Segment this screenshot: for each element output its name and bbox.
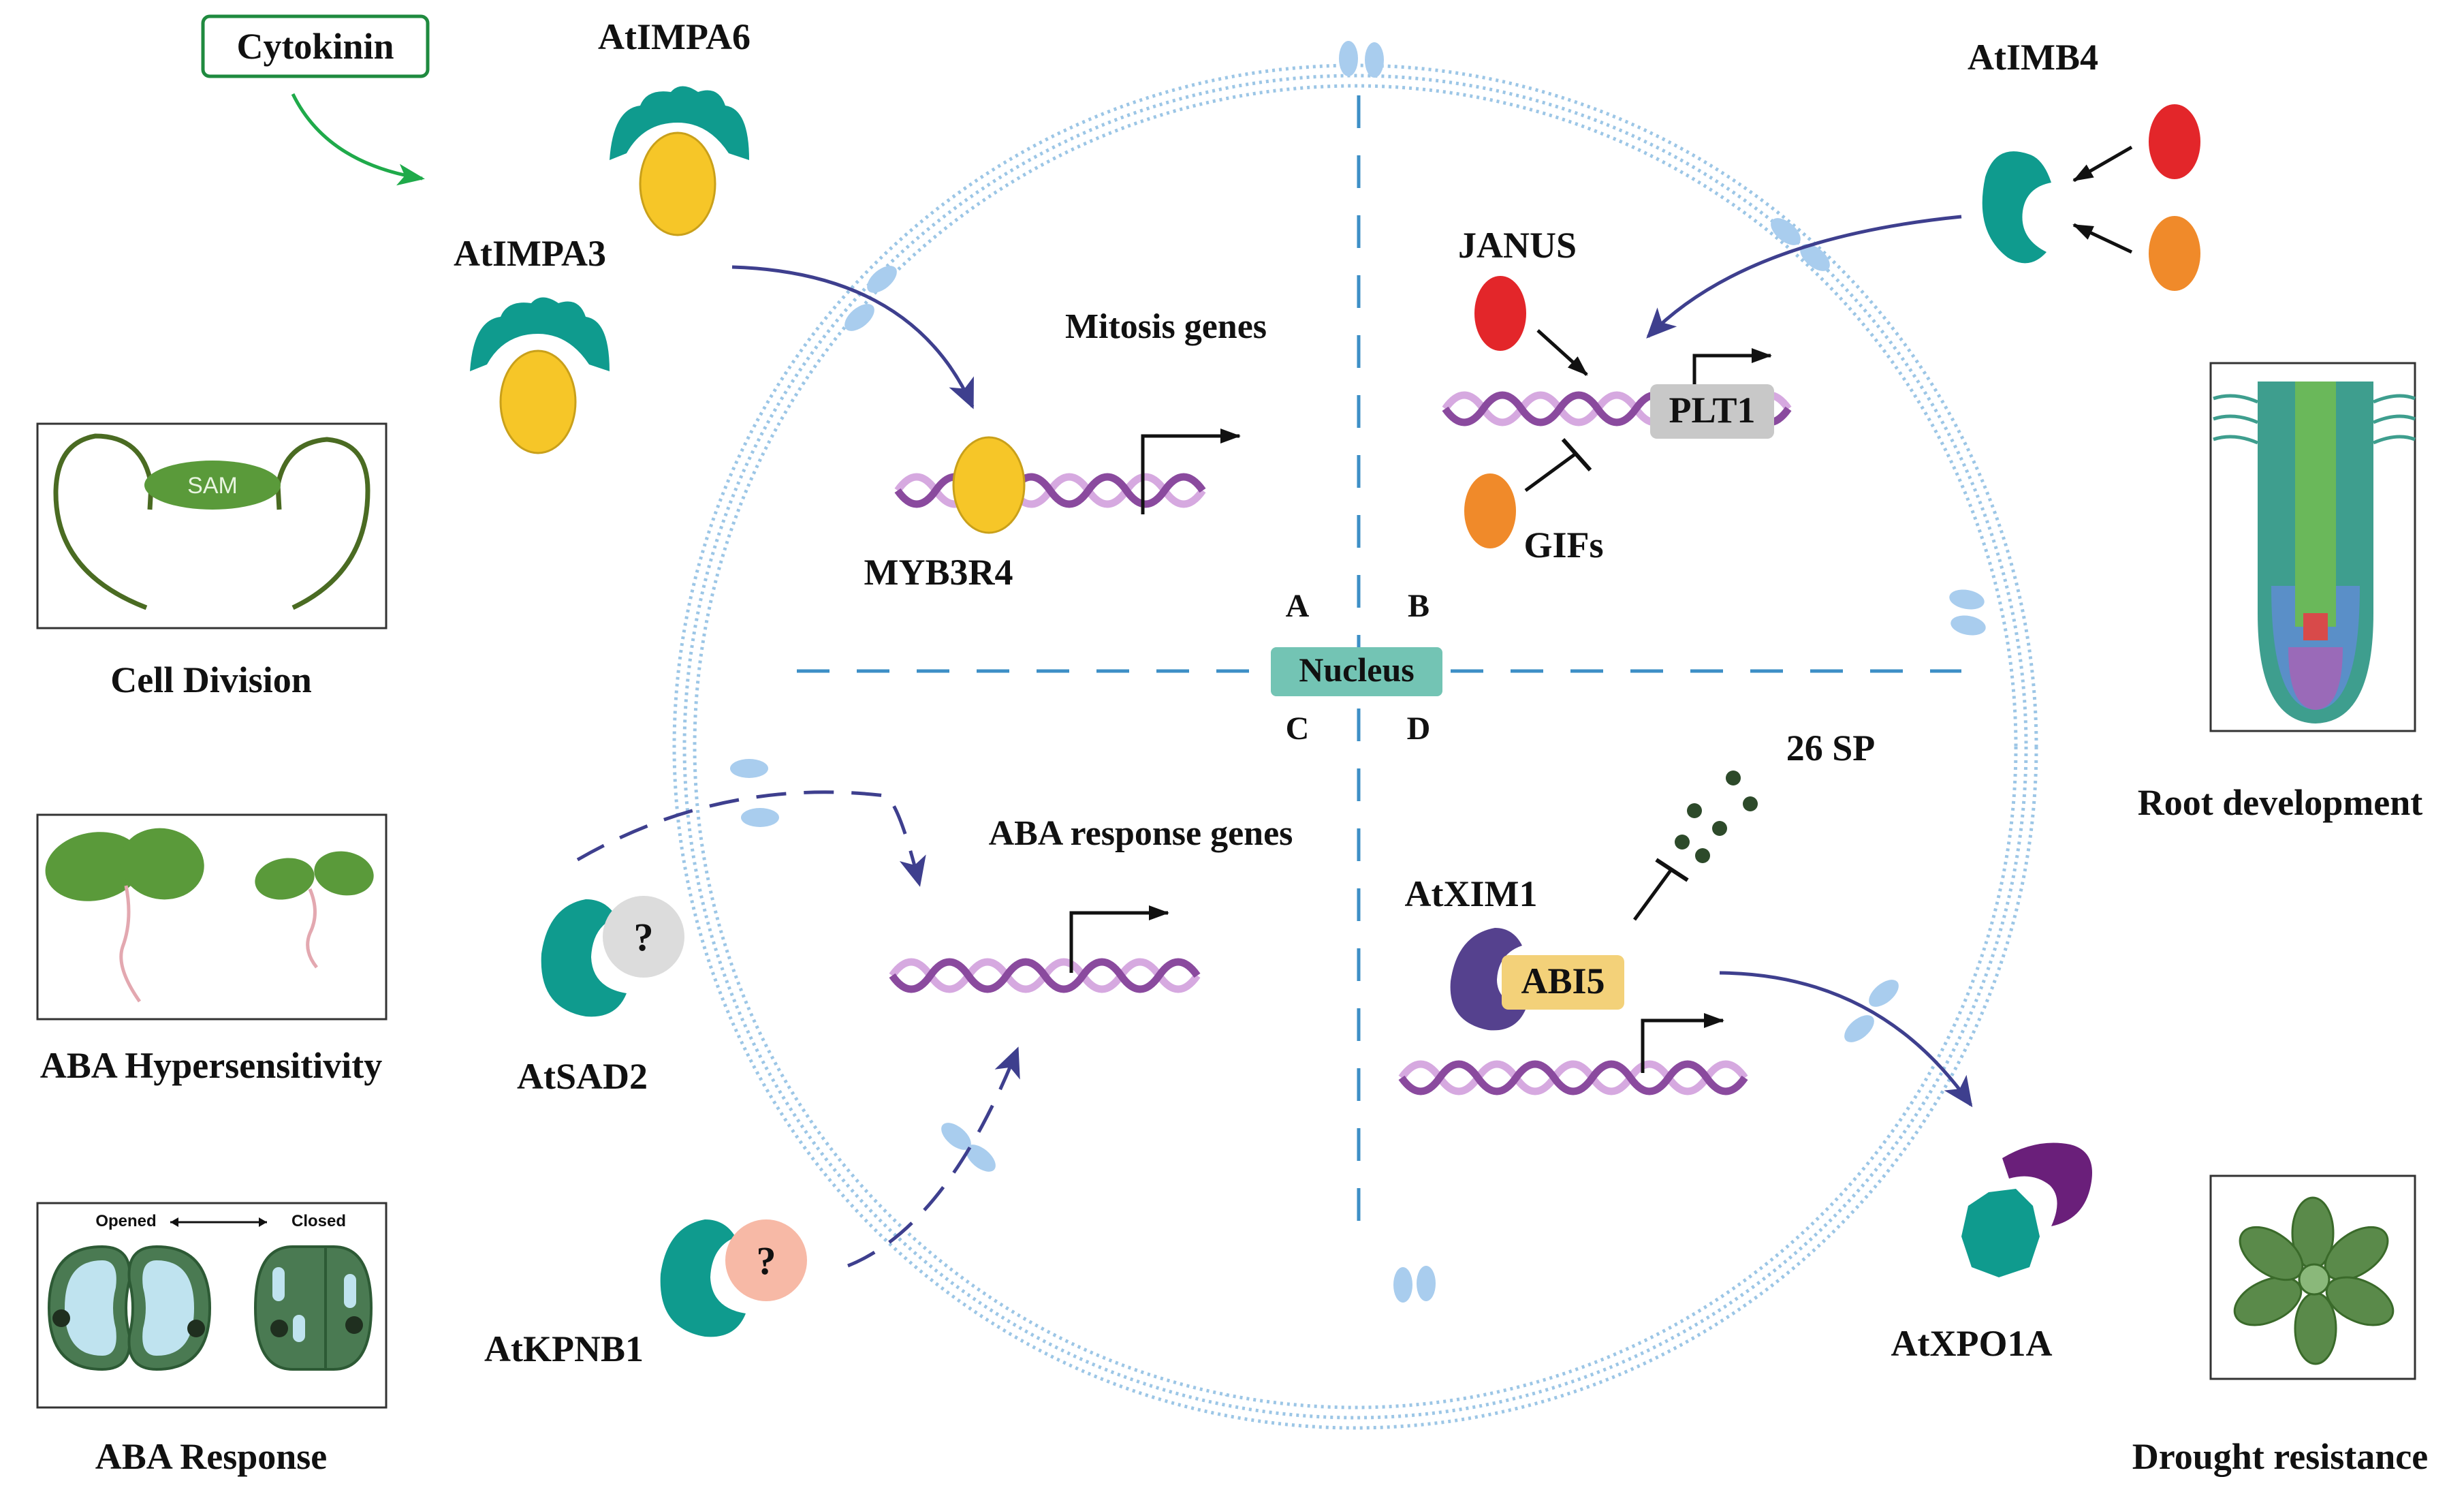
janus-label: JANUS [1458, 225, 1577, 266]
atsad2-import-arrow [576, 790, 926, 887]
sp26-inhibition-line [1632, 867, 1674, 921]
gifs-inhibition-bar [1561, 438, 1592, 471]
sp26-proteasome-dots-icon [1675, 771, 1758, 863]
atxim1-label: AtXIM1 [1405, 873, 1538, 914]
abi5-box [1502, 955, 1624, 1010]
closed-stomata-icon [253, 1245, 373, 1371]
cytokinin-box [201, 14, 430, 78]
atkpnb1-import-arrow [847, 1046, 1020, 1268]
quadrant-label-d: D [1407, 711, 1431, 747]
abi5-label: ABI5 [1521, 961, 1605, 1001]
atxim1-export-arrow [1719, 971, 1973, 1108]
myb3r4-label: MYB3R4 [864, 552, 1013, 593]
opened-stomata-icon [47, 1245, 212, 1371]
aba-transcription-arrow [1069, 905, 1169, 973]
root-development-label: Root development [2138, 782, 2422, 823]
sp26-inhibition-bar [1655, 858, 1689, 882]
gifs-label: GIFs [1523, 525, 1603, 565]
aba-response-dna-icon [889, 958, 1201, 993]
atimpa6-label: AtIMPA6 [598, 16, 751, 57]
atimpa3-label: AtIMPA3 [454, 233, 606, 274]
myb3r4-dna-icon [894, 473, 1206, 508]
atsad2-unknown-mark: ? [634, 915, 654, 959]
nuclear-pores [730, 41, 1986, 1303]
plt1-label: PLT1 [1669, 390, 1755, 431]
atkpnb1-protein-icon [660, 1219, 746, 1337]
quadrant-dividers [797, 95, 1961, 1233]
quadrant-label-b: B [1408, 588, 1430, 624]
janus-activation-arrow [1536, 329, 1588, 376]
cell-division-panel [36, 422, 388, 629]
abi5-dna-icon [1398, 1060, 1748, 1095]
atimb4-orange-cargo-icon [2149, 216, 2200, 291]
rosette-plant-icon [2233, 1196, 2395, 1365]
atimb4-label: AtIMB4 [1968, 37, 2098, 78]
plt1-box [1650, 384, 1774, 439]
seedlings-icon [45, 828, 374, 1003]
atkpnb1-label: AtKPNB1 [484, 1328, 644, 1369]
atimb4-red-cargo-icon [2149, 104, 2200, 179]
sam-icon [144, 461, 281, 510]
cytokinin-label: Cytokinin [236, 26, 394, 67]
sam-label: SAM [187, 473, 238, 499]
orange-cargo-binding-arrow [2072, 223, 2133, 254]
aba-response-label: ABA Response [95, 1436, 328, 1477]
mitosis-transcription-arrow [1141, 429, 1241, 514]
atsad2-unknown-partner-icon [603, 896, 684, 978]
red-cargo-binding-arrow [2072, 145, 2133, 183]
plt1-transcription-arrow [1692, 348, 1772, 384]
shoot-meristem-icon [53, 433, 370, 610]
abi5-transcription-arrow [1641, 1013, 1724, 1073]
root-tip-icon [2213, 382, 2416, 723]
stomata-closed-label: Closed [291, 1212, 346, 1230]
quadrant-label-a: A [1286, 588, 1310, 624]
nucleus-label: Nucleus [1299, 651, 1414, 689]
gifs-protein-icon [1464, 473, 1516, 548]
janus-protein-icon [1474, 276, 1526, 351]
myb3r4-protein-icon [952, 436, 1026, 534]
atimpa6-complex-icon [610, 86, 749, 236]
gifs-inhibition-line [1524, 451, 1578, 493]
cell-division-label: Cell Division [110, 659, 312, 700]
stomata-opened-label: Opened [95, 1212, 156, 1230]
quadrant-label-c: C [1286, 711, 1310, 747]
nucleus-label-box [1271, 647, 1442, 696]
atsad2-label: AtSAD2 [517, 1056, 648, 1097]
atxpo1a-complex-icon [1961, 1142, 2092, 1277]
atkpnb1-unknown-partner-icon [725, 1219, 807, 1301]
mitosis-genes-label: Mitosis genes [1065, 307, 1267, 346]
aba-hypersensitivity-label: ABA Hypersensitivity [40, 1045, 383, 1086]
atkpnb1-unknown-mark: ? [757, 1239, 776, 1283]
atimpa3-import-arrow [731, 265, 975, 409]
atsad2-protein-icon [541, 899, 627, 1017]
drought-resistance-label: Drought resistance [2132, 1436, 2428, 1477]
atxpo1a-label: AtXPO1A [1891, 1323, 2053, 1364]
atimpa3-complex-icon [470, 297, 610, 454]
sp26-label: 26 SP [1786, 728, 1876, 768]
atimb4-protein-icon [1982, 151, 2051, 264]
cytokinin-arrow [291, 93, 425, 186]
atimb4-import-arrow [1646, 215, 1962, 339]
aba-response-genes-label: ABA response genes [989, 814, 1293, 853]
